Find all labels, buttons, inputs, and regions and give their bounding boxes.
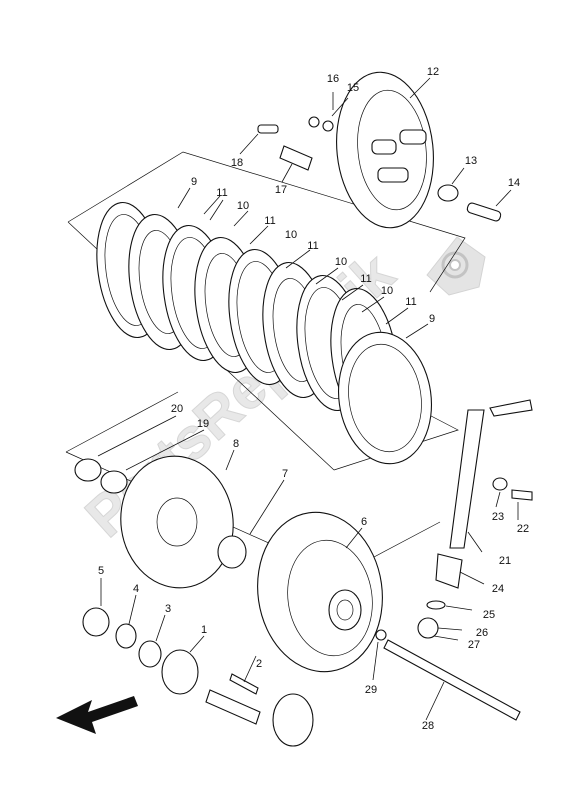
callout-11-e: 11: [405, 296, 416, 308]
pressure-plate-hardware: [257, 116, 502, 222]
callout-3: 3: [165, 603, 171, 615]
callout-11-c: 11: [307, 240, 318, 252]
callout-29: 29: [365, 684, 377, 696]
callout-11-b: 11: [264, 215, 275, 227]
callout-23: 23: [492, 511, 504, 523]
callout-7: 7: [282, 468, 288, 480]
callout-18: 18: [231, 157, 243, 169]
callout-10-a: 10: [237, 200, 249, 212]
pressure-plate: [336, 71, 434, 229]
callout-10-c: 10: [335, 256, 347, 268]
push-lever-assembly: [375, 399, 533, 721]
callout-9-top: 9: [191, 176, 197, 188]
callout-12: 12: [427, 66, 439, 78]
callout-9-bottom: 9: [429, 313, 435, 325]
callout-1: 1: [201, 624, 207, 636]
callout-20: 20: [171, 403, 183, 415]
callout-2: 2: [256, 658, 262, 670]
leader-lines: [97, 77, 519, 721]
callout-17: 17: [275, 184, 287, 196]
callout-21: 21: [499, 555, 511, 567]
callout-25: 25: [483, 609, 495, 621]
callout-26: 26: [476, 627, 488, 639]
callout-16: 16: [327, 73, 339, 85]
callout-8: 8: [233, 438, 239, 450]
callout-15: 15: [347, 82, 359, 94]
callout-27: 27: [468, 639, 480, 651]
callout-28: 28: [422, 720, 434, 732]
callout-5: 5: [98, 565, 104, 577]
arrow-left-icon: [56, 696, 138, 734]
callout-11-d: 11: [360, 273, 371, 285]
callout-24: 24: [492, 583, 504, 595]
gear-icon: [426, 236, 486, 296]
callout-labels: 1 2 3 4 5 6 7 8 9 9 10 10 10 10 11 11 11…: [98, 66, 529, 732]
primary-driven-gear: [257, 511, 383, 673]
callout-10-d: 10: [381, 285, 393, 297]
callout-14: 14: [508, 177, 520, 189]
callout-10-b: 10: [285, 229, 297, 241]
callout-6: 6: [361, 516, 367, 528]
callout-13: 13: [465, 155, 477, 167]
callout-19: 19: [197, 418, 209, 430]
callout-11-a: 11: [216, 187, 227, 199]
callout-4: 4: [133, 583, 139, 595]
callout-22: 22: [517, 523, 529, 535]
primary-drive-parts: [82, 607, 314, 747]
clutch-plate-stack: [96, 201, 433, 465]
clutch-boss: [74, 455, 247, 589]
